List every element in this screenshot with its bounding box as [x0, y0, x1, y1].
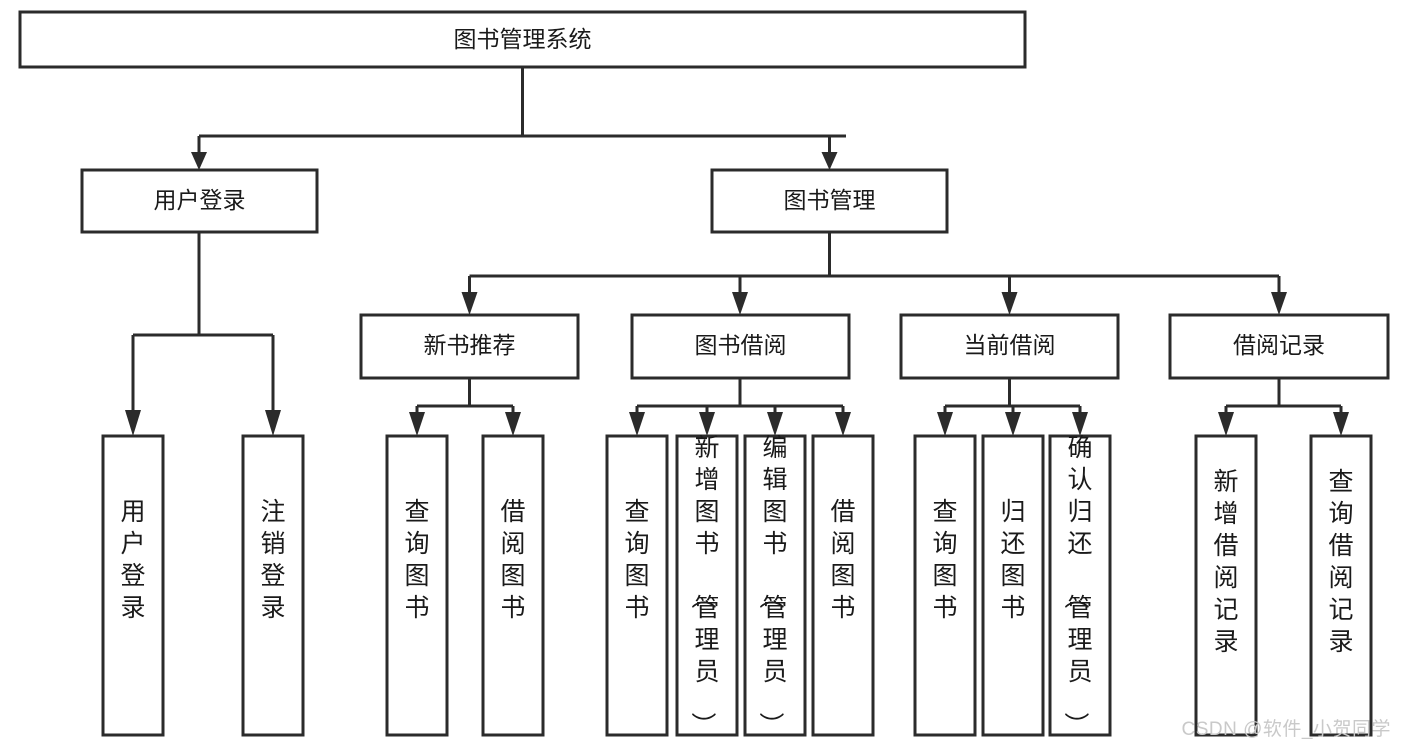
- node-current-borrow-label: 当前借阅: [964, 332, 1056, 358]
- node-leaf-logout-login-box[interactable]: [241, 434, 305, 737]
- node-book-borrow-label: 图书借阅: [695, 332, 787, 358]
- node-leaf-return-book-label: 归还图书: [1000, 498, 1025, 622]
- arrowhead-leaf-edit-book: [767, 412, 783, 436]
- node-new-book-recommend-label: 新书推荐: [424, 332, 516, 358]
- arrowhead-leaf-borrow-book-1: [505, 412, 521, 436]
- node-leaf-borrow-book-1-label: 借阅图书: [500, 498, 525, 622]
- node-book-manage-box[interactable]: [710, 168, 949, 234]
- node-leaf-user-login-label: 用户登录: [120, 498, 145, 622]
- node-leaf-add-record[interactable]: 新增借阅记录: [1194, 434, 1258, 737]
- node-root-label: 图书管理系统: [454, 26, 592, 52]
- node-leaf-query-book-1-label: 查询图书: [404, 498, 429, 622]
- node-leaf-query-book-3[interactable]: 查询图书: [913, 434, 977, 737]
- node-leaf-borrow-book-2[interactable]: 借阅图书: [811, 434, 875, 737]
- node-book-borrow[interactable]: 图书借阅: [630, 313, 851, 380]
- arrowhead-current-borrow: [1001, 292, 1018, 315]
- arrowhead-leaf-logout-login: [265, 410, 281, 436]
- node-root[interactable]: 图书管理系统: [18, 10, 1027, 69]
- node-leaf-query-book-2-box[interactable]: [605, 434, 669, 737]
- node-leaf-return-book[interactable]: 归还图书: [981, 434, 1045, 737]
- arrowhead-borrow-record: [1271, 292, 1287, 315]
- node-borrow-record-label: 借阅记录: [1233, 332, 1325, 358]
- node-leaf-add-record-box[interactable]: [1194, 434, 1258, 737]
- node-borrow-record-box[interactable]: [1168, 313, 1390, 380]
- arrowhead-book-borrow: [732, 292, 748, 315]
- node-leaf-user-login-box[interactable]: [101, 434, 165, 737]
- arrowhead-leaf-query-book-2: [629, 412, 645, 436]
- arrowhead-user-login: [191, 152, 207, 170]
- arrowhead-leaf-confirm-return: [1072, 412, 1088, 436]
- node-leaf-query-record-box[interactable]: [1309, 434, 1373, 737]
- node-leaf-confirm-return[interactable]: 确认归还（管理员）: [1048, 434, 1112, 737]
- node-book-borrow-box[interactable]: [630, 313, 851, 380]
- arrowhead-new-book-recommend: [461, 292, 478, 315]
- node-leaf-query-book-3-label: 查询图书: [932, 498, 957, 622]
- node-leaf-borrow-book-1[interactable]: 借阅图书: [481, 434, 545, 737]
- node-leaf-query-record[interactable]: 查询借阅记录: [1309, 434, 1373, 737]
- node-leaf-query-book-1[interactable]: 查询图书: [385, 434, 449, 737]
- arrowhead-leaf-return-book: [1005, 412, 1021, 436]
- node-leaf-confirm-return-label: 确认归还（管理员）: [1061, 434, 1092, 737]
- node-leaf-borrow-book-2-label: 借阅图书: [830, 498, 855, 622]
- node-new-book-recommend[interactable]: 新书推荐: [359, 313, 580, 380]
- arrowhead-leaf-query-record: [1333, 412, 1349, 436]
- node-leaf-query-book-3-box[interactable]: [913, 434, 977, 737]
- node-leaf-edit-book-box[interactable]: [743, 434, 807, 737]
- arrowhead-leaf-borrow-book-2: [835, 412, 851, 436]
- arrowhead-leaf-query-book-3: [937, 412, 953, 436]
- arrowhead-leaf-user-login: [125, 410, 141, 436]
- node-user-login[interactable]: 用户登录: [80, 168, 319, 234]
- arrowhead-leaf-query-book-1: [409, 412, 425, 436]
- node-leaf-query-book-2[interactable]: 查询图书: [605, 434, 669, 737]
- node-leaf-borrow-book-2-box[interactable]: [811, 434, 875, 737]
- node-user-login-box[interactable]: [80, 168, 319, 234]
- arrowhead-leaf-add-book: [699, 412, 715, 436]
- node-leaf-confirm-return-box[interactable]: [1048, 434, 1112, 737]
- node-leaf-logout-login-label: 注销登录: [260, 498, 285, 622]
- node-leaf-add-record-label: 新增借阅记录: [1213, 468, 1238, 656]
- node-book-manage-label: 图书管理: [784, 187, 876, 213]
- node-root-box[interactable]: [18, 10, 1027, 69]
- node-user-login-label: 用户登录: [154, 187, 246, 213]
- node-leaf-query-book-1-box[interactable]: [385, 434, 449, 737]
- node-new-book-recommend-box[interactable]: [359, 313, 580, 380]
- arrowhead-leaf-add-record: [1218, 412, 1234, 436]
- node-leaf-user-login[interactable]: 用户登录: [101, 434, 165, 737]
- node-leaf-return-book-box[interactable]: [981, 434, 1045, 737]
- node-current-borrow-box[interactable]: [899, 313, 1120, 380]
- node-leaf-add-book-box[interactable]: [675, 434, 739, 737]
- node-leaf-add-book[interactable]: 新增图书（管理员）: [675, 434, 739, 737]
- node-leaf-borrow-book-1-box[interactable]: [481, 434, 545, 737]
- node-borrow-record[interactable]: 借阅记录: [1168, 313, 1390, 380]
- node-current-borrow[interactable]: 当前借阅: [899, 313, 1120, 380]
- node-leaf-add-book-label: 新增图书（管理员）: [688, 434, 719, 737]
- node-leaf-edit-book-label: 编辑图书（管理员）: [756, 434, 787, 737]
- node-book-manage[interactable]: 图书管理: [710, 168, 949, 234]
- node-leaf-query-record-label: 查询借阅记录: [1328, 468, 1353, 656]
- arrowhead-book-manage: [821, 152, 838, 170]
- node-leaf-logout-login[interactable]: 注销登录: [241, 434, 305, 737]
- node-leaf-edit-book[interactable]: 编辑图书（管理员）: [743, 434, 807, 737]
- node-leaf-query-book-2-label: 查询图书: [624, 498, 649, 622]
- edge-group: [125, 67, 1349, 436]
